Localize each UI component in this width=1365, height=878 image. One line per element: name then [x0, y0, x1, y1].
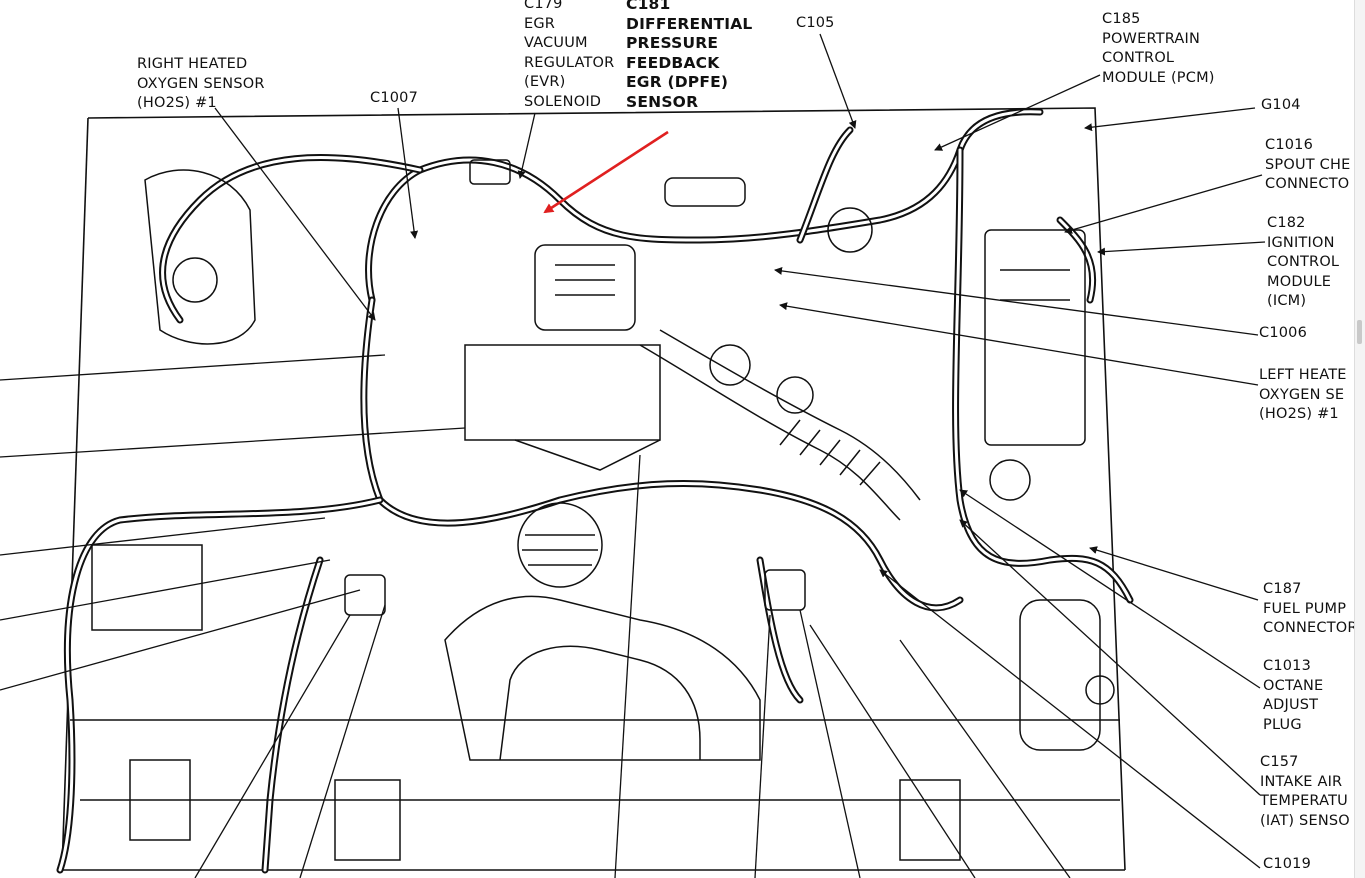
label-left-ho2s: LEFT HEATE OXYGEN SE (HO2S) #1 — [1259, 367, 1347, 422]
scrollbar[interactable] — [1354, 0, 1365, 878]
label-c182: C182 IGNITION CONTROL MODULE (ICM) — [1267, 215, 1340, 309]
engine-bay-outline — [61, 107, 1126, 871]
leader-lines — [0, 33, 1266, 878]
label-c1007: C1007 — [370, 90, 419, 106]
label-c185: C185 POWERTRAIN CONTROL MODULE (PCM) — [1102, 11, 1215, 86]
label-g104: G104 — [1261, 97, 1301, 113]
wiring-harness — [56, 108, 1134, 874]
label-c179: C179 EGR VACUUM REGULATOR (EVR) SOLENOID — [524, 0, 615, 110]
scrollbar-thumb[interactable] — [1357, 320, 1362, 344]
engine-components — [70, 159, 1120, 861]
label-c181: C181 DIFFERENTIAL PRESSURE FEEDBACK EGR … — [626, 0, 753, 111]
label-c187: C187 FUEL PUMP CONNECTOR — [1263, 581, 1358, 636]
label-right-ho2s: RIGHT HEATED OXYGEN SENSOR (HO2S) #1 — [137, 56, 265, 111]
label-c1006: C1006 — [1259, 325, 1308, 341]
label-c1016: C1016 SPOUT CHE CONNECTO — [1265, 137, 1351, 192]
red-pointer-arrow — [543, 130, 669, 214]
label-c1013: C1013 OCTANE ADJUST PLUG — [1263, 658, 1324, 733]
label-c105: C105 — [796, 15, 835, 31]
label-c157: C157 INTAKE AIR TEMPERATU (IAT) SENSO — [1260, 754, 1350, 829]
label-c1019: C1019 — [1263, 856, 1312, 872]
